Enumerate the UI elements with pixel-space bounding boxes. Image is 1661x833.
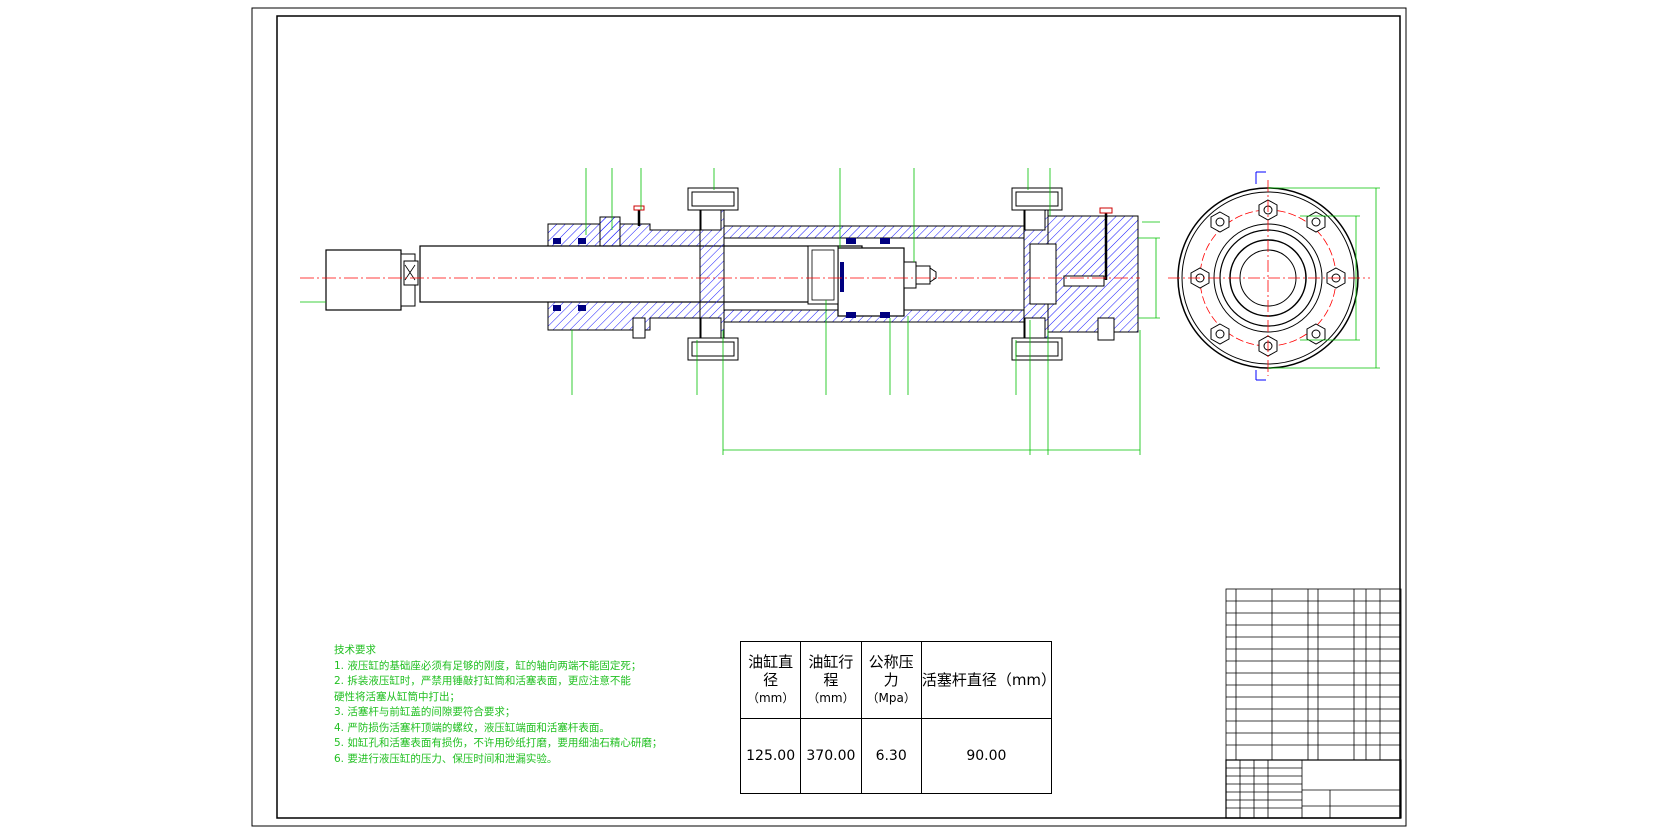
leader-lines [300,168,1160,395]
spec-header-unit: （mm） [807,691,855,705]
spec-table: 油缸直径 （mm） 油缸行程 （mm） 公称压力 （Mpa） 活塞杆直径（mm）… [739,641,1056,794]
piston [837,247,905,317]
tech-requirement-item: 硬性将活塞从缸筒中打出； [334,690,460,703]
spec-header-rod-diameter: 活塞杆直径（mm） [920,641,1056,719]
outer-frame [251,7,1407,827]
parts-list [1225,588,1402,761]
tech-requirement-item: 4. 严防损伤活塞杆顶端的螺纹，液压缸端面和活塞杆表面。 [334,721,610,734]
spec-value-rod-diameter: 90.00 [920,718,1053,794]
spec-header-name: 油缸行程 [808,653,854,689]
spec-header-pressure: 公称压力 （Mpa） [860,641,922,719]
flange-bolts [1190,199,1346,357]
spec-header-name: 油缸直径 [748,653,794,689]
tech-requirement-item: 3. 活塞杆与前缸盖的间隙要符合要求； [334,706,516,718]
spec-header-name: 活塞杆直径（mm） [921,671,1057,689]
technical-requirements: 技术要求 1. 液压缸的基础座必须有足够的刚度，缸的轴向两端不能固定死； 2. … [334,643,662,767]
rod-end-block [325,249,402,311]
spec-value-cylinder-diameter: 125.00 [739,718,802,794]
tech-requirements-title: 技术要求 [334,644,376,656]
spec-value-pressure: 6.30 [860,718,922,794]
spec-header-name: 公称压力 [868,653,914,689]
spec-value-row: 125.00 370.00 6.30 90.00 [739,718,1053,794]
rear-cap [1047,215,1139,333]
inner-frame [276,15,1401,819]
tech-requirement-item: 6. 要进行液压缸的压力、保压时间和泄漏实验。 [334,752,558,765]
title-block [1225,759,1402,819]
cylinder-section-view [300,187,1140,361]
spec-header-row: 油缸直径 （mm） 油缸行程 （mm） 公称压力 （Mpa） 活塞杆直径（mm） [739,641,1056,719]
tech-requirement-item: 5. 如缸孔和活塞表面有损伤，不许用砂纸打磨，要用细油石精心研磨； [334,737,663,749]
spec-header-cylinder-diameter: 油缸直径 （mm） [739,641,802,719]
cylinder-end-view [1168,171,1380,381]
tech-requirement-item: 1. 液压缸的基础座必须有足够的刚度，缸的轴向两端不能固定死； [334,659,642,672]
spec-value-stroke: 370.00 [800,718,862,794]
spec-header-stroke: 油缸行程 （mm） [800,641,862,719]
spec-header-unit: （mm） [746,691,795,705]
barrel-top-wall [723,225,1025,239]
dimension-lines [722,237,1160,455]
spec-header-unit: （Mpa） [866,691,916,705]
tech-requirement-item: 2. 拆装液压缸时，严禁用锤敲打缸筒和活塞表面，更应注意不能 [334,675,631,687]
piston-rod [419,245,863,303]
